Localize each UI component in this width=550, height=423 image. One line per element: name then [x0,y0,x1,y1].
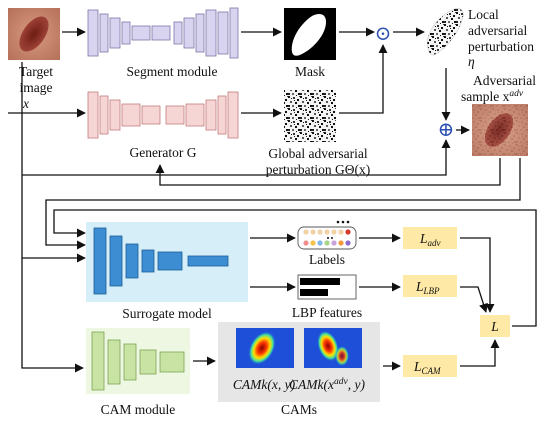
upper-connectors [8,27,521,263]
mask-label: Mask [295,64,325,79]
loss-lbp-text: LLBP [415,279,440,296]
loss-adv-box: Ladv [403,227,457,249]
cam-map-original [236,328,294,368]
loss-total-box: L [480,315,510,337]
segment-module-label: Segment module [126,64,217,79]
local-perturbation-label-eta: η [468,54,475,69]
lbp-features-graphic [297,274,357,300]
cam-module-label: CAM module [101,402,176,417]
loss-adv-main: L [419,231,428,246]
local-perturbation-label-line2: adversarial [468,23,527,38]
global-perturbation-image [284,90,336,142]
target-image-label-x: x [22,96,29,111]
adversarial-sample-image [472,104,528,156]
cams-label: CAMs [281,402,317,417]
mask-image [284,8,336,60]
loss-cam-box: LCAM [403,355,457,377]
loss-cam-sub: CAM [422,366,442,376]
labels-graphic [297,220,357,250]
cam-map-adversarial [304,328,362,368]
loss-total-text: L [490,319,499,334]
adversarial-sample-label-line1: Adversarial [473,73,536,88]
local-perturbation-image [427,8,464,56]
cam-adversarial-caption-post: , y) [348,377,366,392]
cam-original-caption: CAMk(x, y) [233,377,296,392]
adversarial-sample-label-line2: sample xadv [461,89,524,104]
loss-cam-main: L [413,359,422,374]
surrogate-model-label: Surrogate model [122,306,212,321]
cam-adversarial-caption: CAMk(xadv, y) [289,377,365,392]
segment-module-block [87,7,239,59]
elementwise-product-operator: ⊙ [375,23,392,45]
loss-lbp-box: LLBP [403,275,457,297]
generator-label: Generator G [129,145,196,160]
addition-operator: ⊕ [438,119,455,141]
generator-label-text: Generator G [129,145,196,160]
adversarial-sample-superscript: adv [509,89,524,99]
adversarial-sample-text: sample x [461,89,510,104]
loss-adv-text: Ladv [419,231,441,248]
surrogate-model-block [93,227,229,295]
generator-block [87,91,239,139]
cam-module-block [91,331,185,391]
lbp-features-label: LBP features [292,305,362,320]
labels-label: Labels [309,252,345,267]
target-image [8,8,60,60]
global-perturbation-label-line2: perturbation GΘ(x) [266,162,371,177]
lower-connectors [21,209,537,373]
global-perturbation-label-line1: Global adversarial [268,146,368,161]
loss-cam-text: LCAM [413,359,441,376]
cam-adversarial-caption-pre: CAMk(x [289,377,334,392]
local-perturbation-label-line1: Local [468,7,499,22]
loss-lbp-main: L [415,279,424,294]
loss-adv-sub: adv [428,238,441,248]
loss-lbp-sub: LBP [423,286,441,296]
cam-adversarial-caption-sup: adv [334,377,349,387]
target-image-label-line1: Target [19,64,53,79]
local-perturbation-label-line3: perturbation [468,39,534,54]
target-image-label-line2: image [20,80,53,95]
